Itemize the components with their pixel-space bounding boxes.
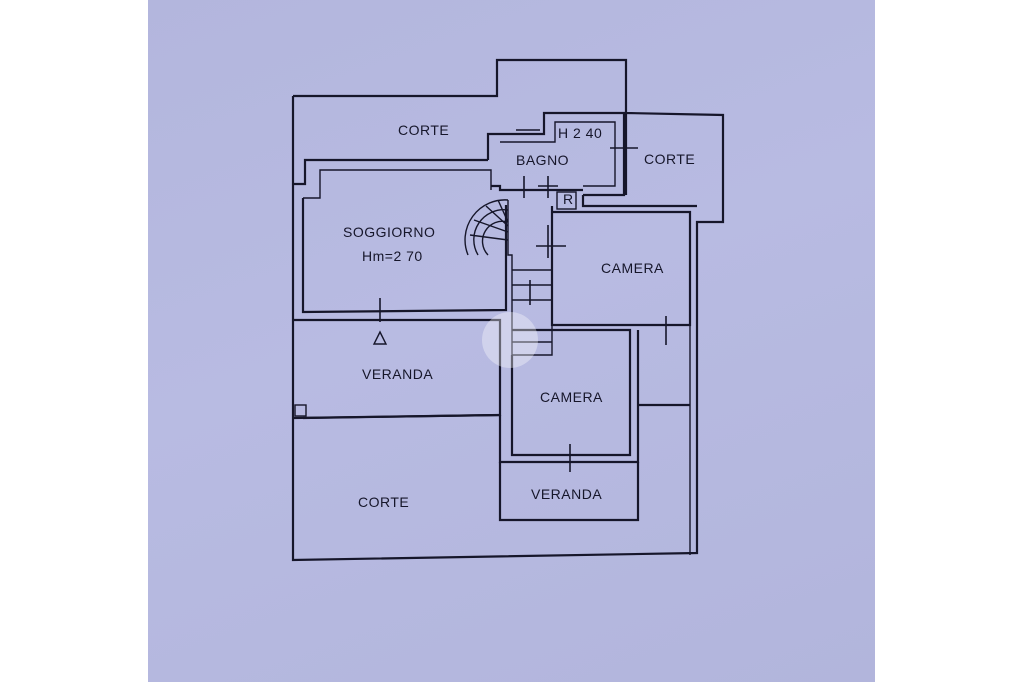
bagno-inner-wall — [500, 121, 616, 187]
label-veranda-bottom: VERANDA — [531, 486, 602, 502]
label-camera-upper: CAMERA — [601, 260, 664, 276]
label-height-bagno: H 2 40 — [558, 125, 602, 141]
veranda-corner-post — [294, 404, 307, 417]
soggiorno-outer-wall — [293, 158, 488, 186]
bagno-lower-wall — [491, 184, 583, 192]
label-corte-right: CORTE — [644, 151, 695, 167]
label-r: R — [563, 191, 574, 207]
stair-well — [507, 200, 553, 356]
corte-bottom-top-wall — [292, 413, 501, 420]
label-veranda-left: VERANDA — [362, 366, 433, 382]
outer-wall — [291, 58, 725, 562]
veranda-bottom-wall — [498, 462, 640, 522]
camera-lower-outer — [498, 330, 640, 464]
label-bagno: BAGNO — [516, 152, 569, 168]
label-corte-top: CORTE — [398, 122, 449, 138]
soggiorno-inner-wall — [303, 169, 492, 199]
watermark-icon — [482, 312, 538, 368]
label-soggiorno: SOGGIORNO — [343, 224, 435, 240]
camera-lower-room — [510, 328, 632, 457]
spiral-stair — [464, 199, 509, 256]
camera-upper-wall — [581, 195, 697, 208]
soggiorno-room — [301, 198, 508, 314]
label-soggiorno-height: Hm=2 70 — [362, 248, 423, 264]
label-corte-bottom: CORTE — [358, 494, 409, 510]
bagno-wall — [486, 111, 626, 197]
entrance-triangle-icon — [372, 330, 388, 345]
label-camera-lower: CAMERA — [540, 389, 603, 405]
r-box — [556, 191, 577, 210]
